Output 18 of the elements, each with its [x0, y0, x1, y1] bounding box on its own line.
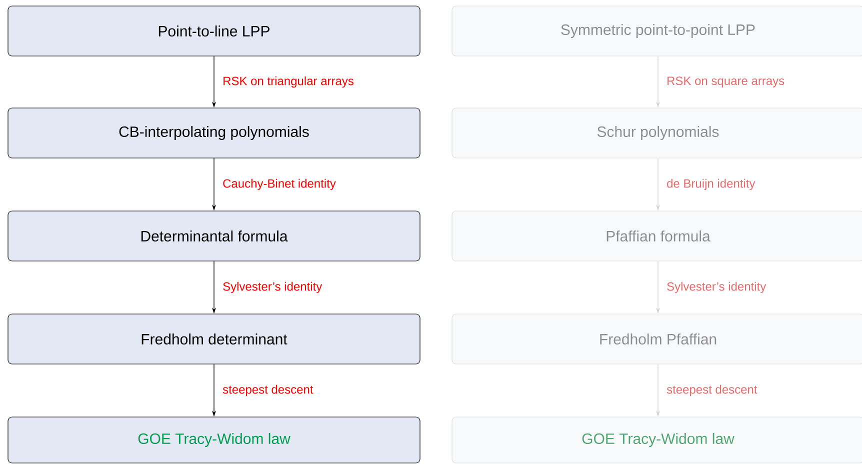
edge-label: Sylvester’s identity [667, 282, 766, 294]
process-box: Point-to-line LPP [8, 6, 420, 56]
process-box: Schur polynomials [452, 108, 862, 158]
process-box: Symmetric point-to-point LPP [452, 6, 862, 56]
edge-label: RSK on triangular arrays [224, 76, 354, 88]
edge-label: de Bruijn identity [667, 178, 756, 190]
process-box: GOE Tracy-Widom law [8, 416, 420, 464]
edge-label: Sylvester’s identity [223, 282, 322, 294]
process-box: GOE Tracy-Widom law [452, 416, 862, 464]
process-box: Fredholm Pfaffian [452, 314, 862, 364]
edge-label: Cauchy-Binet identity [223, 178, 336, 190]
edge-label: steepest descent [222, 384, 314, 396]
edge-label: steepest descent [666, 384, 758, 396]
process-box: Determinantal formula [8, 210, 420, 262]
process-box: Pfaffian formula [452, 210, 862, 262]
process-box: Fredholm determinant [8, 314, 420, 364]
process-box: CB-interpolating polynomials [8, 108, 420, 158]
edge-label: RSK on square arrays [668, 76, 784, 88]
